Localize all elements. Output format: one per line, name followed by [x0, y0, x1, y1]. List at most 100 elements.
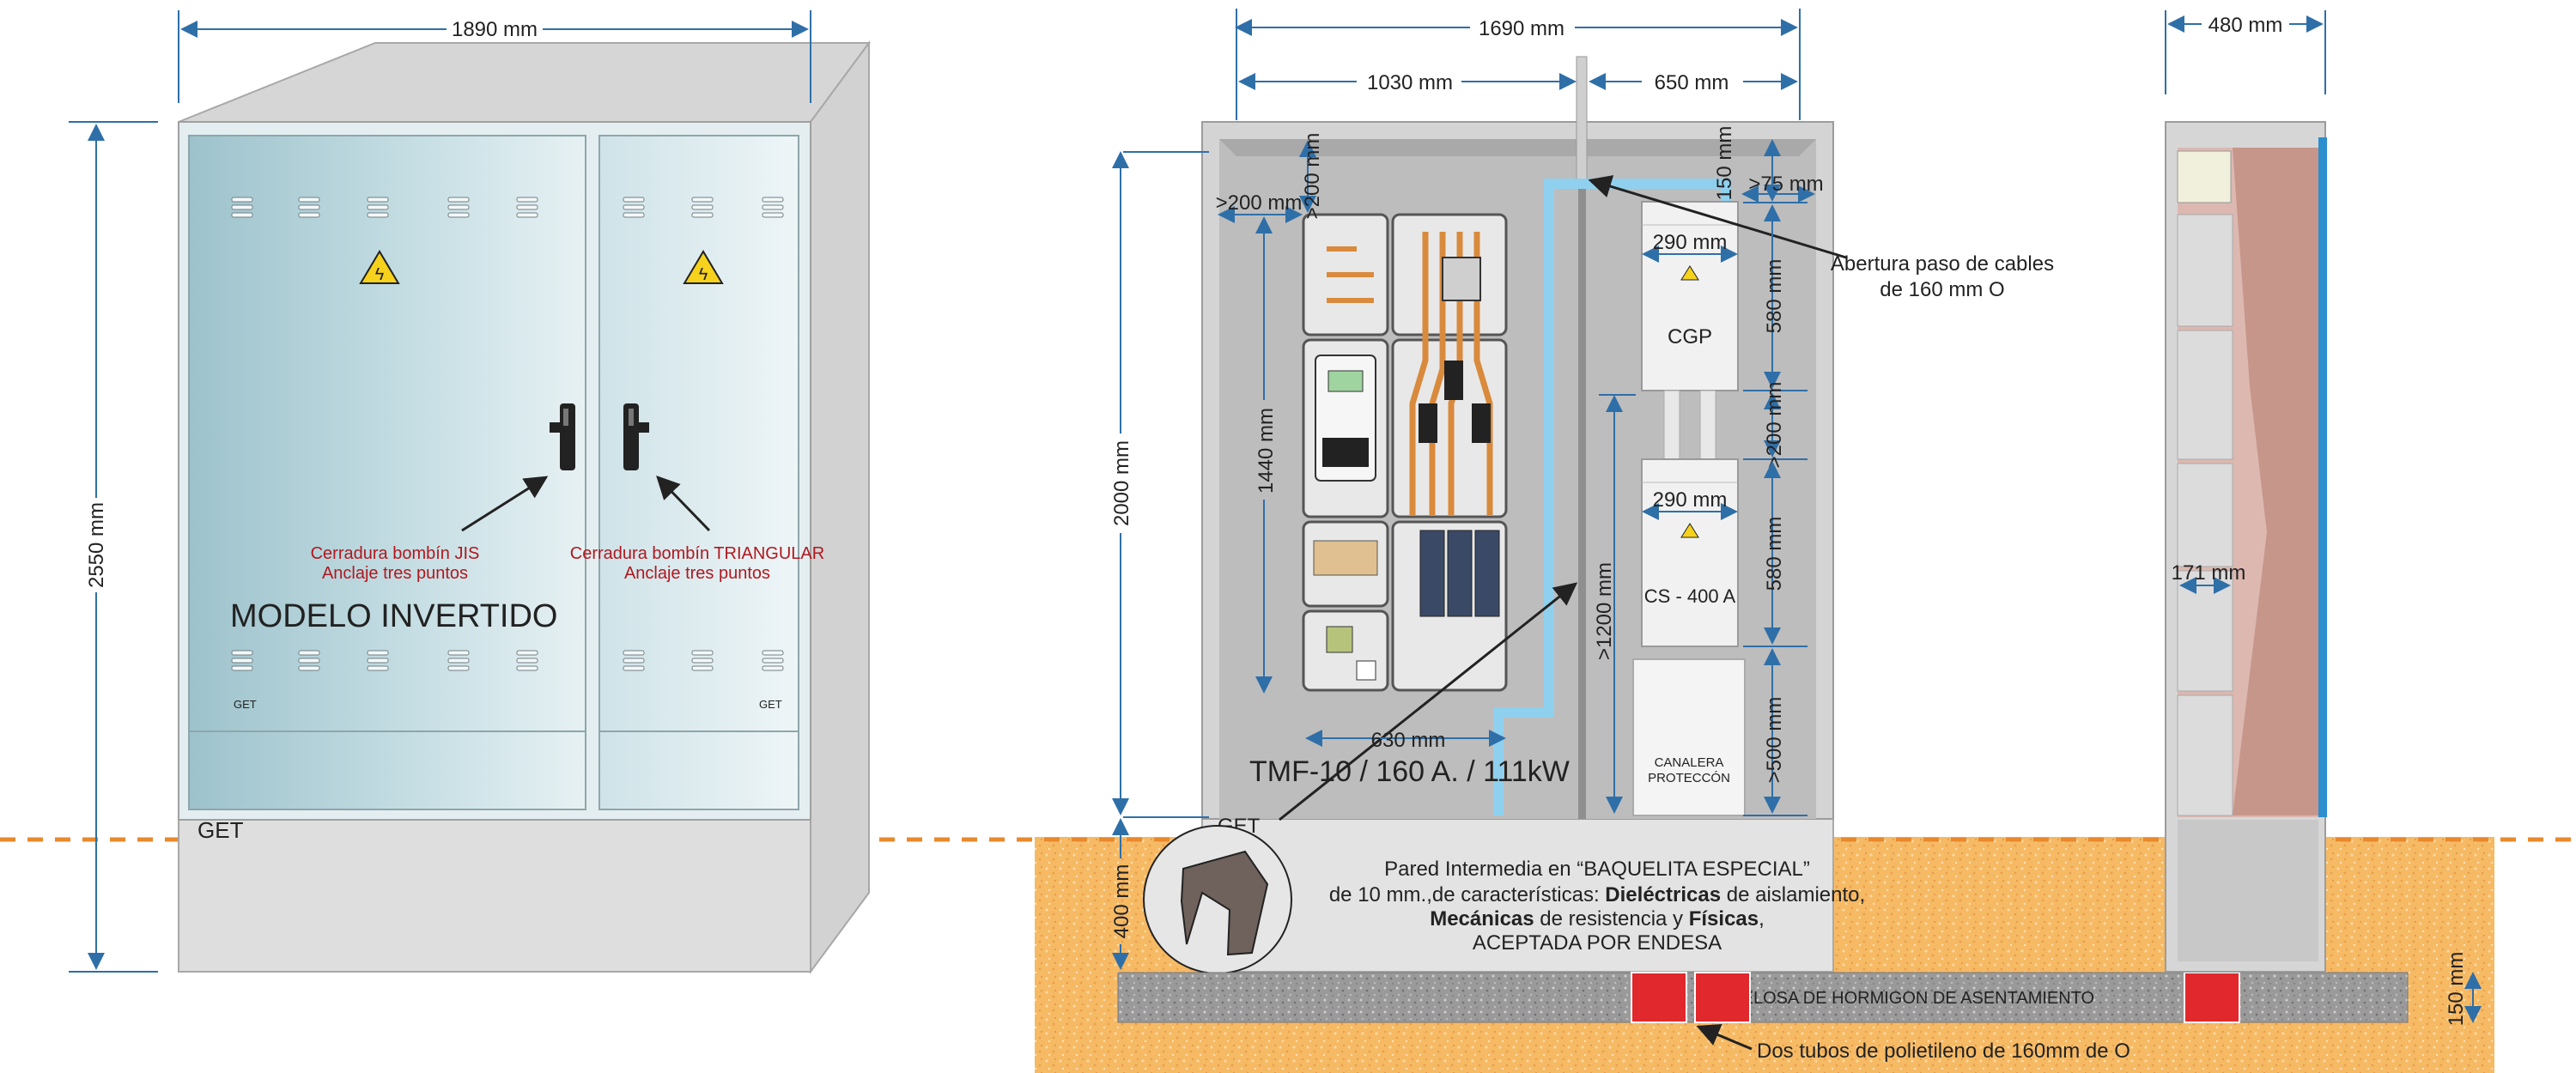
lock-right-arrow: [656, 476, 711, 532]
prelosa-label: PRELOSA DE HORMIGON DE ASENTAMIENTO: [1718, 989, 2094, 1008]
dim-side-width-label: 480 mm: [2208, 14, 2283, 37]
pared-line-1: Pared Intermedia en “BAQUELITA ESPECIAL”: [1384, 858, 1810, 881]
vent-slot: [367, 204, 389, 210]
lock-right-label-2: Anclaje tres puntos: [624, 564, 770, 583]
metering-panel: [1302, 213, 1508, 692]
cgp-label: CGP: [1668, 325, 1712, 349]
dim-150-label: 150 mm: [1713, 126, 1736, 201]
tubos-label: Dos tubos de polietileno de 160mm de O: [1757, 1040, 2130, 1063]
dim-side-150-label: 150 mm: [2445, 952, 2468, 1027]
vent-slot: [623, 658, 645, 664]
side-view: 480 mm 171 mm 150 mm: [2165, 10, 2482, 1027]
vent-slot: [762, 650, 784, 656]
pared-line-3: Mecánicas de resistencia y Físicas,: [1430, 907, 1765, 931]
vent-slot: [516, 212, 538, 218]
dim-290-b-label: 290 mm: [1653, 488, 1728, 512]
fuse-holders-icon: [1419, 530, 1500, 617]
side-box-2: [2177, 330, 2233, 460]
lightning-icon: ϟ: [699, 265, 708, 284]
vent-slot: [447, 197, 470, 203]
lock-right-label-1: Cerradura bombín TRIANGULAR: [570, 544, 824, 563]
front-view: ϟ ϟ Cerradura bombín JIS Anclaje tres pu…: [69, 10, 871, 975]
vent-slot: [231, 658, 253, 664]
model-label: MODELO INVERTIDO: [230, 598, 557, 634]
vent-slot: [298, 650, 320, 656]
connector-1: [1663, 390, 1680, 460]
dim-label-bg: [82, 498, 110, 592]
energy-meter-icon: [1315, 355, 1376, 482]
vent-slot: [623, 197, 645, 203]
intermediate-wall: [1578, 139, 1586, 819]
vent-slot: [231, 204, 253, 210]
vent-slot: [762, 665, 784, 671]
dim-500-label: >500 mm: [1763, 697, 1786, 784]
vent-slot: [516, 204, 538, 210]
cabinet-base: [178, 819, 811, 973]
dim-label-bg: [1470, 15, 1575, 39]
top-cable-opening: [1576, 56, 1588, 186]
tubos-arrow: [1696, 1023, 1753, 1051]
lock-left-arrow: [461, 476, 549, 532]
dim-width-right-label: 650 mm: [1655, 71, 1729, 94]
vent-slot: [516, 650, 538, 656]
ventilation-slots: [231, 197, 784, 671]
lock-left-label-1: Cerradura bombín JIS: [311, 544, 480, 563]
vent-slot: [447, 204, 470, 210]
vent-slot: [516, 665, 538, 671]
vent-slot: [298, 212, 320, 218]
wall-profile-icon: [1180, 850, 1269, 956]
dim-width-total-label: 1690 mm: [1479, 17, 1564, 40]
side-box-4: [2177, 570, 2233, 692]
door-handle-left-icon: [550, 403, 575, 470]
vent-slot: [762, 204, 784, 210]
vent-slot: [691, 197, 714, 203]
vent-slot: [691, 665, 714, 671]
vent-slot: [231, 197, 253, 203]
side-blue-panel: [2318, 137, 2327, 817]
dim-label-bg: [2202, 12, 2289, 36]
dim-label-bg: [1251, 400, 1279, 500]
warning-sign-icon: [1680, 523, 1699, 538]
dim-label-bg: [1642, 70, 1743, 94]
vent-slot: [623, 665, 645, 671]
vent-slot: [691, 658, 714, 664]
dim-1440-label: 1440 mm: [1255, 408, 1278, 494]
vent-slot: [623, 212, 645, 218]
dim-75-label: >75 mm: [1748, 173, 1823, 196]
vent-slot: [367, 665, 389, 671]
vent-slot: [762, 658, 784, 664]
dim-label-bg: [1108, 858, 1135, 944]
dim-width-label: 1890 mm: [452, 18, 538, 41]
dim-label-bg: [447, 17, 543, 41]
canalera-box: CANALERA PROTECCÓN: [1632, 658, 1746, 816]
open-view: CGP CS - 400 A CANALERA PROTECCÓN TMF-10…: [1108, 9, 2054, 974]
dim-200-side-label: >200 mm: [1216, 191, 1303, 215]
dim-1200-label: >1200 mm: [1593, 562, 1616, 660]
cabinet-roof: [178, 42, 871, 123]
vent-slot: [691, 212, 714, 218]
middle-dimensions: 1690 mm 1030 mm 650 mm 2000 mm 400 mm 14…: [1108, 9, 1824, 970]
pared-line-4: ACEPTADA POR ENDESA: [1473, 931, 1722, 955]
vent-slot: [298, 658, 320, 664]
dim-width-left-label: 1030 mm: [1367, 71, 1453, 94]
cs-label: CS - 400 A: [1644, 585, 1736, 607]
tmf-label: TMF-10 / 160 A. / 111kW: [1249, 755, 1570, 788]
vent-slot: [231, 665, 253, 671]
vent-slot: [367, 650, 389, 656]
dim-2000-label: 2000 mm: [1110, 440, 1133, 526]
interior-bevel: [1219, 139, 1816, 156]
dim-290-a-label: 290 mm: [1653, 231, 1728, 254]
connector-2: [1699, 390, 1716, 460]
base-brand: GET: [197, 817, 244, 843]
door-brand-left: GET: [234, 698, 257, 711]
pipe-2: [1694, 972, 1751, 1023]
cgp-box: CGP: [1641, 201, 1739, 391]
vent-slot: [516, 658, 538, 664]
vent-slot: [691, 204, 714, 210]
vent-slot: [367, 212, 389, 218]
warning-sign-left-icon: [359, 250, 400, 284]
dim-label-bg: [1357, 70, 1461, 94]
side-wall-shade: [2233, 148, 2318, 815]
open-base: [1201, 815, 1834, 973]
